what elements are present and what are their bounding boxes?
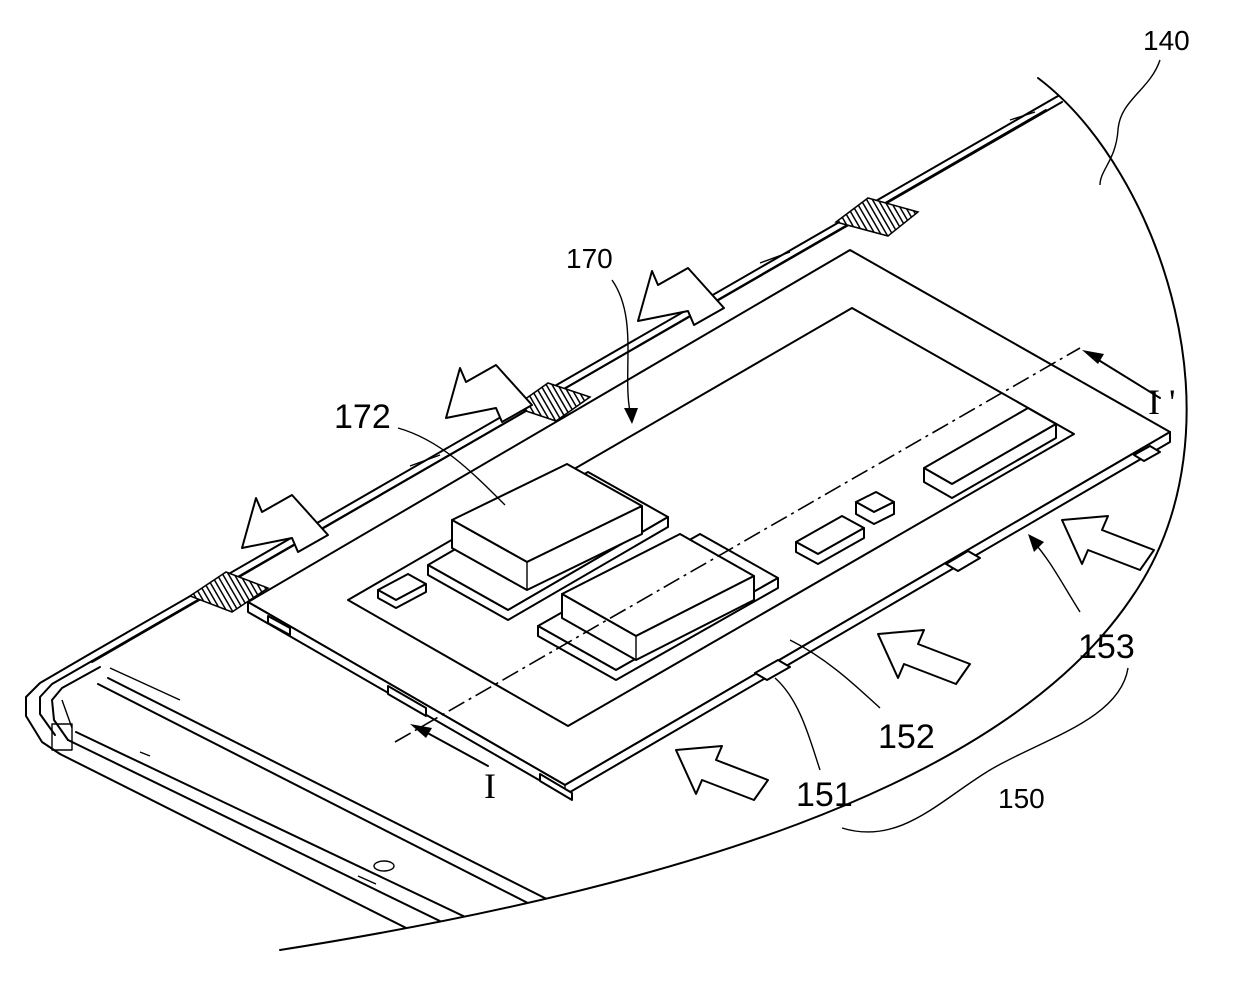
- label-section-I: I: [484, 766, 496, 806]
- airflow-out-arrow-3: [638, 268, 724, 325]
- label-140: 140: [1143, 25, 1190, 56]
- airflow-out-arrow-1: [242, 495, 328, 552]
- airflow-in-arrow-2: [878, 630, 970, 684]
- label-151: 151: [796, 776, 853, 814]
- label-section-I-prime: I ': [1148, 382, 1175, 422]
- pad-1: [836, 198, 918, 236]
- label-170: 170: [566, 243, 613, 274]
- label-150: 150: [998, 783, 1045, 814]
- airflow-in-arrow-3: [1062, 516, 1154, 570]
- label-172: 172: [334, 398, 391, 436]
- airflow-in-arrow-1: [676, 746, 768, 800]
- label-152: 152: [878, 718, 935, 756]
- airflow-out-arrow-2: [446, 365, 532, 422]
- main-board: [248, 250, 1170, 800]
- label-153: 153: [1078, 628, 1135, 666]
